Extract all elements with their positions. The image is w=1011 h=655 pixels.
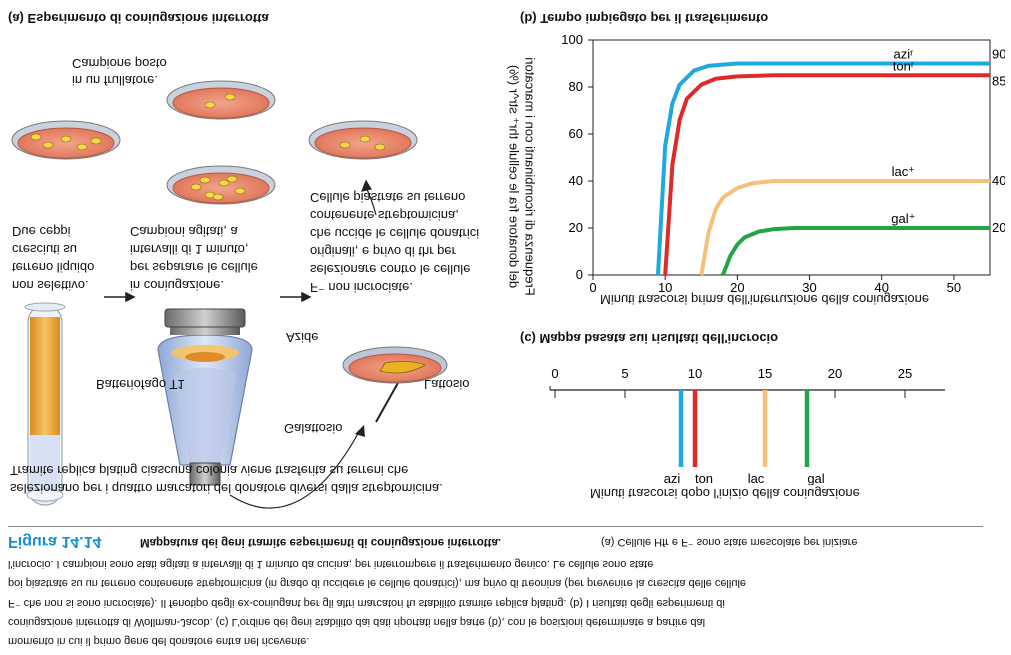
map-tick-label: 20: [828, 366, 842, 381]
plate-azide: [166, 165, 276, 205]
series-line-ton: [663, 73, 990, 276]
arrow-replica: [361, 179, 377, 216]
caption-line-6: momento in cui il primo gene del donator…: [8, 635, 310, 647]
test-tube: [24, 302, 66, 506]
plate-label-batteriofago: Batteriofago T1: [96, 377, 185, 392]
series-line-gal: [721, 226, 990, 276]
x-tick-label: 20: [730, 280, 744, 295]
caption-line-3: poi piastrate su un terreno contenente s…: [8, 577, 746, 589]
caption-line-4: F⁻ che non si sono incrociate). Il fenot…: [8, 597, 725, 609]
map-tick-label: 10: [688, 366, 702, 381]
series-line-azi: [655, 61, 990, 276]
plate-label-azide: Azide: [286, 330, 319, 345]
chart-b-plot: 0 10 20 30 40 50 0 20 40 60 80 100 aziʳ 90% tonʳ 85% lac…: [561, 32, 1005, 295]
map-tick-label: 25: [898, 366, 912, 381]
map-tick-label: 0: [551, 366, 558, 381]
arrow-step-2: [280, 291, 312, 303]
figure-number: Figura 14.14: [8, 533, 102, 550]
panel-a-illustration: [11, 80, 448, 509]
y-tick-label: 20: [569, 220, 583, 235]
map-tick-label: 15: [758, 366, 772, 381]
map-c-title: (c) Mappa basata sui risultati dell'incr…: [520, 331, 779, 346]
x-tick-label: 40: [874, 280, 888, 295]
x-tick-label: 10: [658, 280, 672, 295]
plate-label-galattosio: Galattosio: [284, 421, 343, 436]
map-tick-label: 5: [621, 366, 628, 381]
caption-line-1: (a) Cellule Hfr e F⁻ sono state mescolat…: [601, 536, 858, 548]
plate-lattosio: [308, 120, 418, 160]
map-c-axis-title: Minuti trascorsi dopo l'inizio della con…: [590, 486, 860, 501]
y-tick-label: 80: [569, 79, 583, 94]
figure-title: Mappatura dei geni tramite esperimenti d…: [140, 536, 502, 548]
series-label: aziʳ: [894, 47, 914, 62]
caption-line-5: coniugazione interrotta di Wollman-Jacob…: [8, 616, 706, 628]
gene-label-lac: lac: [748, 471, 765, 485]
y-tick-label: 100: [561, 32, 583, 47]
arrow-step-1: [104, 291, 136, 303]
caption-rule: [8, 526, 983, 527]
plate-batteriofago: [11, 120, 121, 160]
arrow-to-plate-head: [355, 425, 365, 437]
x-tick-label: 30: [802, 280, 816, 295]
series-end-label: 20%: [992, 220, 1005, 235]
plate-selection: [342, 346, 448, 384]
series-label: lac⁺: [892, 164, 915, 179]
y-tick-label: 40: [569, 173, 583, 188]
chart-b-y-axis-title: Frequenza di ricombinanti con i marcator…: [506, 57, 538, 296]
gene-label-ton: ton: [695, 471, 713, 485]
panel-a-title: (a) Esperimento di coniugazione interrot…: [8, 11, 269, 26]
series-label: gal⁺: [891, 211, 915, 226]
arrow-to-plate: [229, 429, 361, 509]
x-tick-label: 0: [589, 280, 596, 295]
gene-label-gal: gal: [807, 471, 824, 485]
plate-galattosio: [166, 80, 276, 120]
y-tick-label: 0: [576, 267, 583, 282]
caption-line-2: l'incrocio. I campioni sono stati agitat…: [8, 558, 654, 570]
series-line-lac: [699, 179, 990, 276]
series-end-label: 85%: [992, 73, 1005, 88]
y-tick-label: 60: [569, 126, 583, 141]
x-tick-label: 50: [947, 280, 961, 295]
series-end-label: 90%: [992, 47, 1005, 62]
blender: [157, 308, 253, 486]
series-label: tonʳ: [893, 58, 914, 73]
gene-label-azi: azi: [664, 471, 681, 485]
series-end-label: 40%: [992, 173, 1005, 188]
chart-b-frame: [592, 39, 991, 276]
plate-label-lattosio: Lattosio: [424, 377, 470, 392]
